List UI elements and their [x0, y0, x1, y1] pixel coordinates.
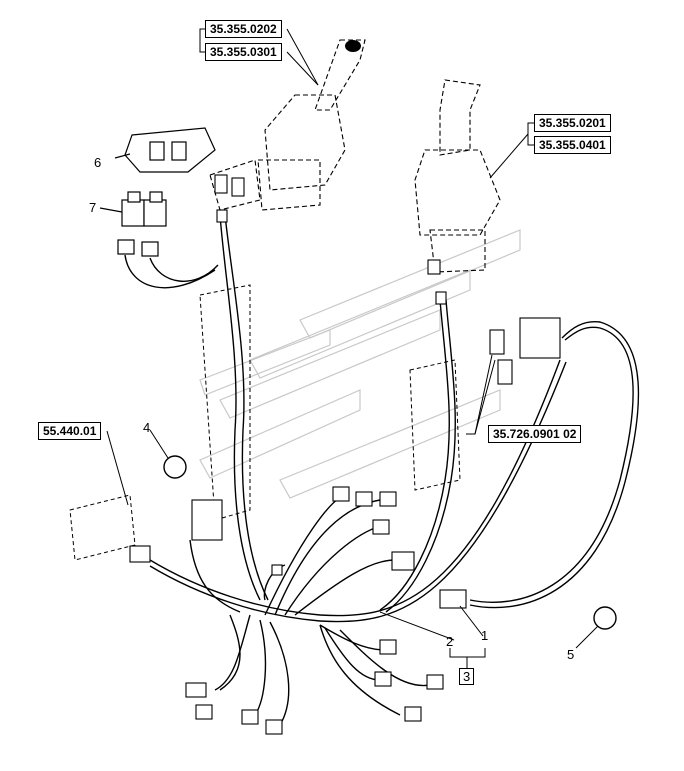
rocker-switches — [99, 191, 167, 257]
ref-connectors: 35.726.0901 02 — [488, 425, 582, 443]
ref-module: 55.440.01 — [38, 422, 102, 440]
clip-5 — [593, 606, 617, 630]
switch-plate — [114, 127, 216, 173]
ref-left-joystick-a: 35.355.0202 — [205, 20, 282, 38]
watermark-logo — [199, 229, 521, 499]
left-joystick — [209, 39, 366, 211]
callout-3: 3 — [459, 668, 475, 685]
clip-4 — [163, 455, 187, 479]
callout-4: 4 — [143, 420, 151, 435]
ref-left-joystick-b: 35.355.0301 — [205, 43, 282, 61]
connectors — [129, 174, 561, 735]
callout-2: 2 — [446, 634, 454, 649]
callout-1: 1 — [481, 628, 489, 643]
callout-5: 5 — [567, 647, 575, 662]
right-joystick — [414, 79, 501, 273]
callout-6: 6 — [94, 155, 102, 170]
left-joystick-knob — [345, 40, 361, 52]
ref-right-joystick-a: 35.355.0201 — [534, 114, 611, 132]
ref-right-joystick-b: 35.355.0401 — [534, 136, 611, 154]
retaining-clips — [163, 455, 617, 630]
console-panels — [69, 284, 461, 561]
harness-cables — [124, 214, 640, 726]
leader-lines — [106, 28, 599, 668]
callout-7: 7 — [89, 200, 97, 215]
